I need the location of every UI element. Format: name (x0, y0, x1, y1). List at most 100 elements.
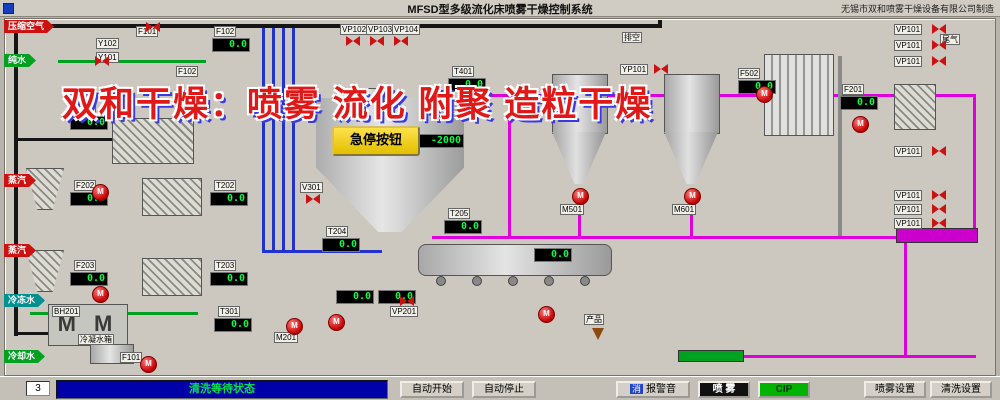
inlet-arrow: 压缩空气 (4, 20, 54, 33)
spray-settings-button[interactable]: 喷雾设置 (864, 381, 926, 398)
numeric-display: 0.0 (212, 38, 250, 52)
tag-label: VP101 (894, 40, 923, 51)
pipe (262, 28, 265, 252)
tag-label: T204 (326, 226, 349, 237)
valve-icon[interactable] (306, 194, 320, 204)
tag-label: 产品 (584, 314, 604, 325)
valve-icon[interactable] (932, 218, 946, 228)
tag-label: Y102 (96, 38, 119, 49)
pump-icon[interactable]: M (852, 116, 869, 133)
cyclone-2-cone (664, 132, 718, 184)
valve-icon[interactable] (346, 36, 360, 46)
valve-icon[interactable] (932, 190, 946, 200)
pump-icon[interactable]: M (92, 184, 109, 201)
pump-icon[interactable]: M (572, 188, 589, 205)
inlet-arrow: 蒸汽 (4, 244, 36, 257)
pipe (904, 239, 907, 355)
valve-icon[interactable] (932, 146, 946, 156)
numeric-display: 0.0 (70, 116, 108, 130)
scrubber (894, 84, 936, 130)
product-outlet-arrow (592, 328, 604, 340)
pump-icon[interactable]: M (684, 188, 701, 205)
tag-label: F101 (120, 352, 143, 363)
numeric-display: -2000 (414, 134, 464, 148)
numeric-display: 0.0 (210, 272, 248, 286)
cone-collector-1 (26, 168, 64, 210)
tag-label: VP101 (894, 146, 923, 157)
colored-block (678, 350, 744, 362)
inlet-arrow: 蒸汽 (4, 174, 36, 187)
valve-icon[interactable] (932, 24, 946, 34)
tag-label: VP201 (390, 306, 419, 317)
page-title: MFSD型多级流化床喷雾干燥控制系统 (407, 4, 593, 16)
pipe (295, 110, 316, 113)
tag-label: M601 (672, 204, 697, 215)
heat-exchanger-3 (142, 258, 202, 296)
inlet-arrow: 冷却水 (4, 350, 45, 363)
mute-alarm-button[interactable]: 消报警音 (616, 381, 690, 398)
valve-icon[interactable] (370, 36, 384, 46)
pipe (14, 24, 660, 28)
manufacturer-label: 无锡市双和喷雾干燥设备有限公司制造 (840, 4, 994, 14)
tag-label: VP101 (894, 24, 923, 35)
pipe (508, 96, 511, 236)
cone-collector-2 (26, 250, 64, 292)
spray-button[interactable]: 喷 雾 (698, 381, 750, 398)
emergency-stop-button[interactable]: 急停按钮 (332, 126, 420, 156)
pump-icon[interactable]: M (140, 356, 157, 373)
valve-icon[interactable] (654, 64, 668, 74)
tag-label: VP104 (392, 24, 421, 35)
fluid-bed-wheel (508, 276, 518, 286)
tag-label: F203 (74, 260, 97, 271)
inlet-arrow: 冷冻水 (4, 294, 45, 307)
fluid-bed-wheel (472, 276, 482, 286)
cyclone-2-body (664, 74, 720, 134)
tag-label: YP101 (620, 64, 649, 75)
tag-label: F102 (214, 26, 237, 37)
numeric-display: 0.0 (70, 272, 108, 286)
tag-label: T301 (218, 306, 241, 317)
valve-icon[interactable] (146, 22, 160, 32)
status-bar: 清洗等待状态 (56, 380, 388, 399)
title-bar: MFSD型多级流化床喷雾干燥控制系统 无锡市双和喷雾干燥设备有限公司制造 (0, 0, 1000, 17)
pipe (838, 56, 842, 236)
pipe (292, 28, 295, 252)
valve-icon[interactable] (394, 36, 408, 46)
pump-icon[interactable]: M (756, 86, 773, 103)
cyclone-1-body (552, 74, 608, 134)
pump-icon[interactable]: M (328, 314, 345, 331)
valve-icon[interactable] (932, 204, 946, 214)
tag-label: T202 (214, 180, 237, 191)
chamber-top-cap (354, 88, 386, 102)
tag-label: T401 (452, 66, 475, 77)
pipe (694, 355, 976, 358)
pipe (658, 20, 662, 28)
bag-filter-tank: M M (48, 304, 128, 346)
pump-icon[interactable]: M (286, 318, 303, 335)
auto-start-button[interactable]: 自动开始 (400, 381, 464, 398)
alarm-counter: 3 (26, 381, 50, 396)
clean-settings-button[interactable]: 清洗设置 (930, 381, 992, 398)
tag-label: VP101 (894, 56, 923, 67)
tag-label: T201 (74, 104, 97, 115)
tag-label: F201 (842, 84, 865, 95)
valve-icon[interactable] (95, 56, 109, 66)
auto-stop-button[interactable]: 自动停止 (472, 381, 536, 398)
valve-icon[interactable] (400, 296, 414, 306)
pipe (58, 60, 206, 63)
tag-label: F102 (176, 66, 199, 77)
pipe (578, 200, 581, 236)
valve-icon[interactable] (932, 40, 946, 50)
mute-label: 报警音 (646, 384, 676, 395)
pump-icon[interactable]: M (92, 286, 109, 303)
tag-label: 排空 (622, 32, 642, 43)
cip-button[interactable]: CIP (758, 381, 810, 398)
tag-label: VP101 (894, 204, 923, 215)
pump-icon[interactable]: M (538, 306, 555, 323)
drying-chamber (316, 98, 464, 232)
fluid-bed-wheel (436, 276, 446, 286)
fluid-bed-wheel (580, 276, 590, 286)
tag-label: F502 (738, 68, 761, 79)
pipe (432, 236, 976, 239)
valve-icon[interactable] (932, 56, 946, 66)
